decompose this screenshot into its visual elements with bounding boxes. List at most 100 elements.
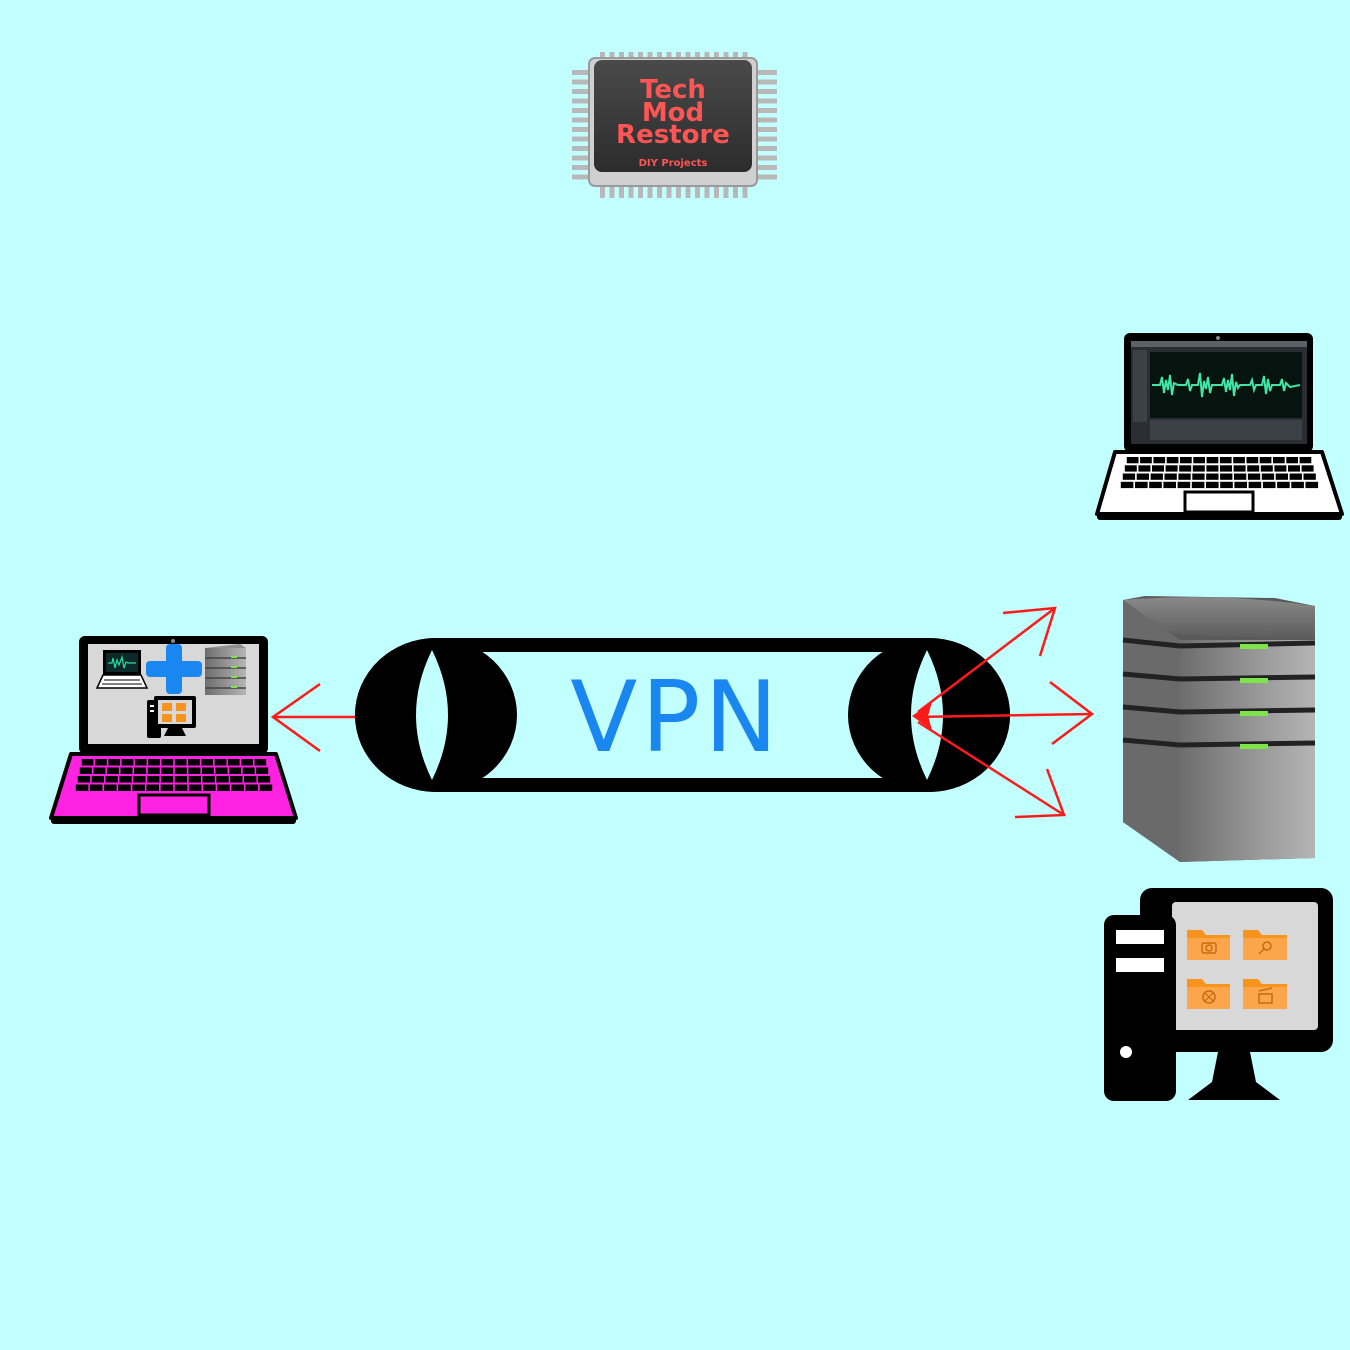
folder-video-icon xyxy=(1243,979,1287,1009)
keyboard-key xyxy=(1275,473,1288,480)
keyboard-key xyxy=(105,776,118,783)
mini-desktop-icon xyxy=(147,696,196,738)
keyboard-key xyxy=(1247,465,1260,472)
keyboard-key xyxy=(134,767,147,774)
desktop-computer-icon xyxy=(1104,888,1333,1101)
keyboard-key xyxy=(1246,457,1259,464)
keyboard-key xyxy=(1165,465,1178,472)
keyboard-key xyxy=(95,759,107,766)
chip-pin xyxy=(757,98,777,104)
keyboard-key xyxy=(89,784,103,791)
keyboard-key xyxy=(104,784,117,791)
logo-line-2: Mod xyxy=(642,98,704,128)
keyboard-key xyxy=(229,767,242,774)
chip-pin xyxy=(572,117,590,123)
chip-pin xyxy=(757,117,777,123)
keyboard-key xyxy=(1206,481,1219,489)
keyboard-key xyxy=(118,784,131,791)
chip-pin xyxy=(572,146,590,151)
keyboard-key xyxy=(227,759,240,766)
keyboard-key xyxy=(1126,457,1139,464)
keyboard-key xyxy=(1247,473,1261,480)
chip-pin xyxy=(757,146,777,151)
keyboard-key xyxy=(1301,465,1314,472)
keyboard-key xyxy=(174,784,188,791)
chip-pin xyxy=(572,155,590,161)
keyboard-key xyxy=(1277,481,1290,489)
keyboard-key xyxy=(188,767,201,774)
keyboard-key xyxy=(79,767,92,774)
keyboard-key xyxy=(108,759,121,766)
keyboard-key xyxy=(160,776,174,783)
tunnel-fanout-arrows xyxy=(912,606,1095,819)
chip-pin xyxy=(572,89,590,94)
keyboard-key xyxy=(244,776,257,783)
keyboard-key xyxy=(1164,473,1177,480)
keyboard-key xyxy=(1261,473,1275,480)
chip-pin xyxy=(572,98,590,104)
keyboard-key xyxy=(216,776,229,783)
chip-pin xyxy=(695,186,700,198)
keyboard-key xyxy=(161,759,174,766)
keyboard-key xyxy=(174,759,187,766)
keyboard-key xyxy=(1233,465,1246,472)
keyboard-key xyxy=(1191,481,1205,489)
keyboard-key xyxy=(133,776,146,783)
keyboard-keys xyxy=(75,759,273,791)
keyboard-key xyxy=(201,767,214,774)
keyboard-key xyxy=(1136,473,1149,480)
keyboard-key xyxy=(1299,457,1312,464)
keyboard-key xyxy=(1177,481,1191,489)
keyboard-key xyxy=(1220,465,1232,472)
keyboard-key xyxy=(174,776,188,783)
keyboard-key xyxy=(1234,473,1247,480)
keyboard-key xyxy=(91,776,104,783)
chip-pin xyxy=(733,186,738,198)
keyboard-key xyxy=(81,759,94,766)
mini-laptop-icon xyxy=(95,650,149,689)
chip-pin xyxy=(600,186,605,198)
keyboard-key xyxy=(1179,465,1192,472)
keyboard-key xyxy=(203,784,216,791)
keyboard-key xyxy=(174,767,187,774)
keyboard-key xyxy=(1274,465,1287,472)
keyboard-key xyxy=(230,776,243,783)
keyboard-key xyxy=(1138,465,1151,472)
keyboard-key xyxy=(134,759,147,766)
keyboard-key xyxy=(75,784,89,791)
keyboard-key xyxy=(257,776,271,783)
tech-mod-restore-logo: Tech Mod Restore DIY Projects xyxy=(572,52,777,198)
keyboard-key xyxy=(1219,457,1232,464)
keyboard-key xyxy=(1206,473,1219,480)
chip-pin xyxy=(723,186,729,198)
server-led xyxy=(1240,678,1268,683)
keyboard-key xyxy=(201,759,214,766)
chip-pin xyxy=(657,186,662,198)
keyboard-key xyxy=(146,784,159,791)
chip-pin xyxy=(619,186,624,198)
keyboard-key xyxy=(119,776,132,783)
chip-pin xyxy=(757,79,777,85)
chip-pin xyxy=(757,89,777,94)
chip-pin xyxy=(757,108,777,113)
remote-laptop-audio-icon xyxy=(1095,333,1344,520)
chip-pin xyxy=(704,186,710,198)
keyboard-key xyxy=(242,767,255,774)
keyboard-key xyxy=(77,776,91,783)
keyboard-key xyxy=(1166,457,1179,464)
keyboard-key xyxy=(161,767,174,774)
keyboard-key xyxy=(1291,481,1304,489)
chip-pin xyxy=(757,70,777,75)
keyboard-key xyxy=(1152,465,1164,472)
keyboard-key xyxy=(1248,481,1262,489)
keyboard-key xyxy=(1192,465,1205,472)
keyboard-key xyxy=(106,767,119,774)
folder-camera-icon xyxy=(1187,930,1230,960)
chip-pin xyxy=(714,186,719,198)
keyboard-key xyxy=(1220,481,1233,489)
chip-pin xyxy=(572,127,590,132)
chip-pin xyxy=(572,108,590,113)
folder-search-icon xyxy=(1243,930,1287,960)
keyboard-key xyxy=(1135,481,1148,489)
